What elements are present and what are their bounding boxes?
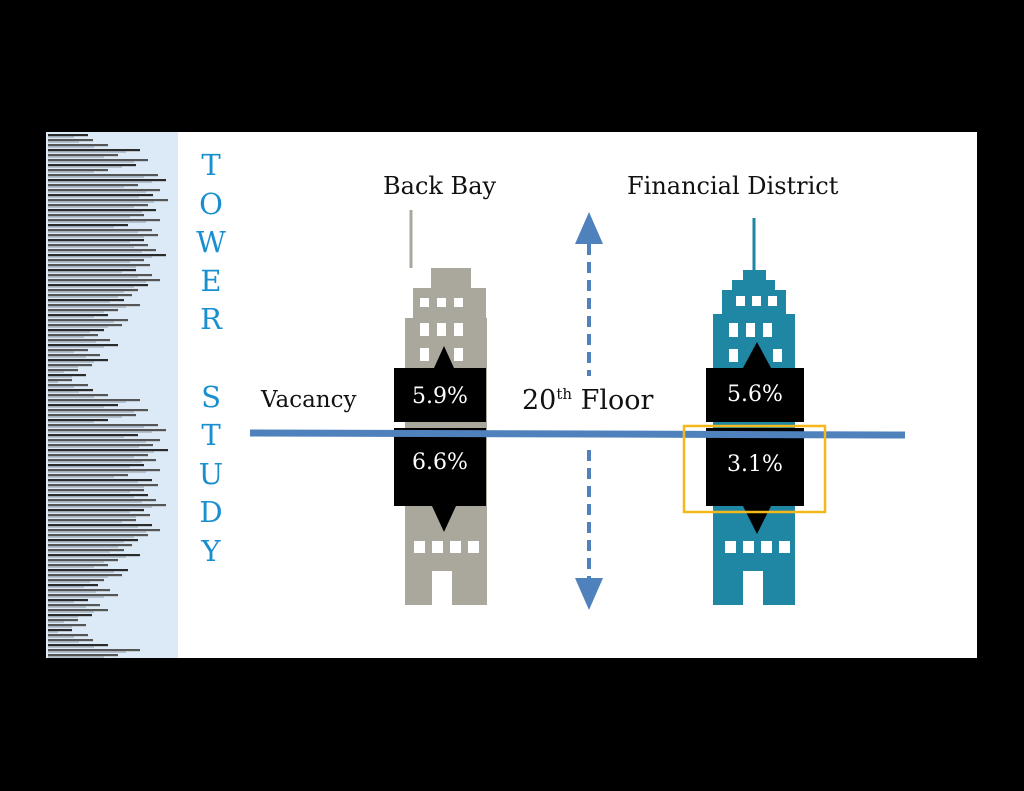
financial-district-below-value: 3.1%: [727, 452, 783, 477]
title-letter: Y: [201, 533, 221, 568]
title-letter: D: [199, 495, 223, 530]
callout-financial-district: [706, 342, 804, 534]
floor-number: 20: [522, 385, 557, 416]
skyline-stripes: [48, 134, 168, 658]
floor-word: Floor: [580, 385, 654, 416]
skyline-image: [46, 132, 178, 658]
title-letter: U: [198, 456, 224, 491]
floor-suffix: th: [556, 385, 573, 403]
diagram-art: [249, 210, 906, 610]
down-arrow-icon: [575, 450, 603, 610]
highlight-box: [682, 424, 827, 514]
back-bay-below-value: 6.6%: [412, 450, 468, 475]
back-bay-above-value: 5.9%: [412, 384, 468, 409]
title-letter: W: [196, 225, 226, 260]
title-letter: O: [199, 186, 223, 221]
title-letter: E: [200, 263, 222, 298]
up-arrow-icon: [575, 212, 603, 376]
district-label-financial-district: Financial District: [627, 172, 839, 200]
title-letter: T: [201, 418, 221, 453]
financial-district-above-value: 5.6%: [727, 382, 783, 407]
callout-back-bay: [394, 346, 486, 532]
title-letter: S: [201, 379, 221, 414]
title-letter: R: [200, 302, 222, 337]
floor-line: [249, 429, 906, 439]
title-letter: T: [201, 148, 221, 182]
vacancy-label: Vacancy: [261, 387, 357, 413]
district-label-back-bay: Back Bay: [383, 172, 497, 200]
floor-label: 20th Floor: [522, 385, 653, 416]
